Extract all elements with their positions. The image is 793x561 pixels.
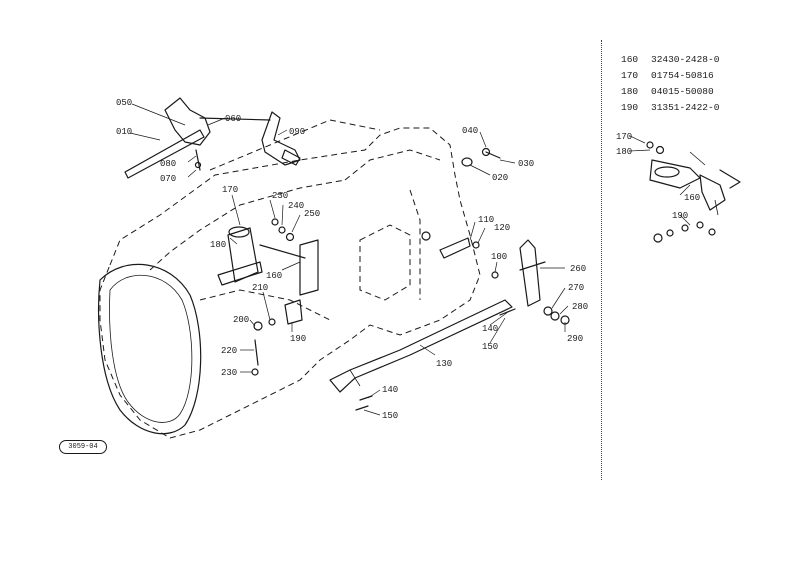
part-code: 32430-2428-0 xyxy=(651,54,720,65)
parts-row: 180 04015-50080 xyxy=(621,84,719,100)
callout-260: 260 xyxy=(570,264,586,274)
part-number-ref: 170 xyxy=(621,70,639,81)
inset-callout-180: 180 xyxy=(616,147,632,157)
callout-labels: 050 010 060 080 070 090 040 030 020 170 … xyxy=(116,98,588,421)
callout-200: 200 xyxy=(233,315,249,325)
inset-callout-190: 190 xyxy=(672,211,688,221)
callout-220: 220 xyxy=(221,346,237,356)
callout-230-top: 230 xyxy=(272,191,288,201)
callout-280: 280 xyxy=(572,302,588,312)
inset-detail: 170 180 160 190 xyxy=(616,132,741,243)
transmission-housing xyxy=(99,119,481,439)
callout-290: 290 xyxy=(567,334,583,344)
callout-270: 270 xyxy=(568,283,584,293)
callout-070: 070 xyxy=(160,174,176,184)
inset-callout-170: 170 xyxy=(616,132,632,142)
callout-180: 180 xyxy=(210,240,226,250)
part-number-ref: 190 xyxy=(621,102,639,113)
bell-housing xyxy=(98,263,202,435)
callout-150-bottom: 150 xyxy=(382,411,398,421)
callout-120: 120 xyxy=(494,223,510,233)
callout-090: 090 xyxy=(289,127,305,137)
cylinder-assembly xyxy=(217,218,319,296)
callout-040: 040 xyxy=(462,126,478,136)
callout-140-right: 140 xyxy=(482,324,498,334)
callout-140-bottom: 140 xyxy=(382,385,398,395)
callout-160: 160 xyxy=(266,271,282,281)
part-number-ref: 180 xyxy=(621,86,639,97)
part-code: 31351-2422-0 xyxy=(651,102,720,113)
callout-100: 100 xyxy=(491,252,507,262)
callout-240: 240 xyxy=(288,201,304,211)
bolt-040 xyxy=(461,147,501,167)
callout-030: 030 xyxy=(518,159,534,169)
parts-row: 160 32430-2428-0 xyxy=(621,52,719,68)
rod-130 xyxy=(329,299,513,393)
shift-rod-assembly xyxy=(124,97,271,179)
parts-table: 160 32430-2428-0 170 01754-50816 180 040… xyxy=(621,52,719,116)
callout-110: 110 xyxy=(478,215,494,225)
parts-row: 190 31351-2422-0 xyxy=(621,100,719,116)
parts-row: 170 01754-50816 xyxy=(621,68,719,84)
callout-010: 010 xyxy=(116,127,132,137)
callout-190: 190 xyxy=(290,334,306,344)
part-code: 04015-50080 xyxy=(651,86,714,97)
lever-260 xyxy=(519,239,570,325)
callout-250: 250 xyxy=(304,209,320,219)
callout-230-bottom: 230 xyxy=(221,368,237,378)
inset-callout-160: 160 xyxy=(684,193,700,203)
lever-110 xyxy=(421,231,499,279)
callout-050: 050 xyxy=(116,98,132,108)
callout-060: 060 xyxy=(225,114,241,124)
panel-divider xyxy=(601,40,602,480)
part-code: 01754-50816 xyxy=(651,70,714,81)
callout-020: 020 xyxy=(492,173,508,183)
lever-090 xyxy=(261,111,301,166)
part-number-ref: 160 xyxy=(621,54,639,65)
leader-lines xyxy=(129,103,569,416)
drawing-number-stamp: 3059-04 xyxy=(59,440,107,454)
callout-170: 170 xyxy=(222,185,238,195)
callout-130: 130 xyxy=(436,359,452,369)
callout-080: 080 xyxy=(160,159,176,169)
callout-210: 210 xyxy=(252,283,268,293)
callout-150-right: 150 xyxy=(482,342,498,352)
